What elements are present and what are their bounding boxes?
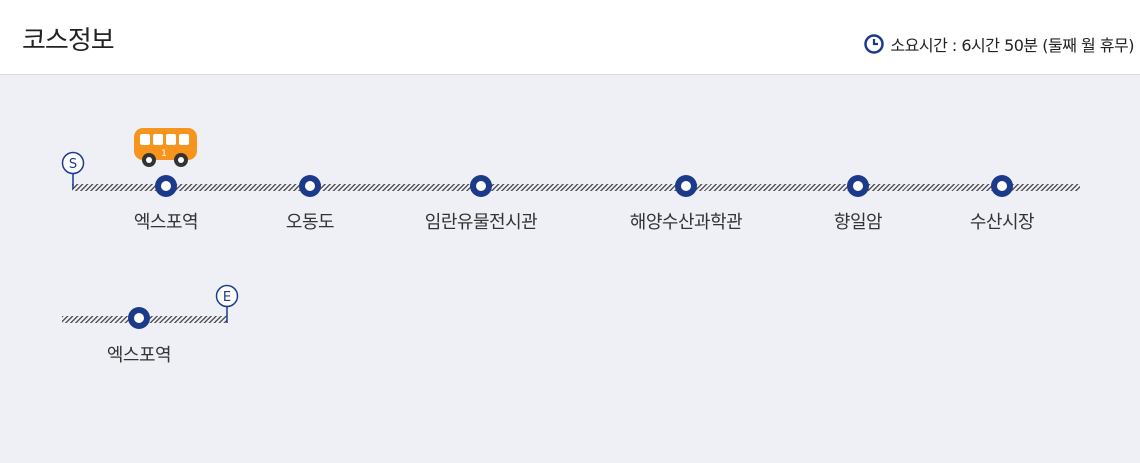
stop-label[interactable]: 임란유물전시관 [424, 212, 538, 233]
start-marker-label: S [69, 157, 77, 172]
start-marker: S [61, 151, 85, 189]
stop-label[interactable]: 오동도 [285, 212, 335, 233]
stop-marker[interactable] [470, 175, 492, 197]
stop-label[interactable]: 향일암 [833, 212, 883, 233]
stop-marker[interactable] [155, 175, 177, 197]
stop-label[interactable]: 엑스포역 [106, 345, 172, 366]
stop-marker[interactable] [991, 175, 1013, 197]
end-marker-label: E [223, 290, 231, 305]
route-track-row1 [72, 184, 1080, 191]
bus-icon: 1 [134, 128, 197, 167]
stop-label[interactable]: 해양수산과학관 [629, 212, 743, 233]
end-marker: E [215, 284, 239, 323]
stop-label[interactable]: 엑스포역 [133, 212, 199, 233]
header: 코스정보 소요시간 : 6시간 50분 (둘째 월 휴무) [0, 0, 1140, 75]
stop-marker[interactable] [675, 175, 697, 197]
stop-marker[interactable] [299, 175, 321, 197]
stop-label[interactable]: 수산시장 [969, 212, 1035, 233]
page-title: 코스정보 [22, 26, 115, 56]
stop-marker[interactable] [847, 175, 869, 197]
clock-icon [864, 34, 885, 54]
stop-marker[interactable] [128, 307, 150, 329]
duration-info: 소요시간 : 6시간 50분 (둘째 월 휴무) [864, 32, 1134, 56]
duration-text: 소요시간 : 6시간 50분 (둘째 월 휴무) [890, 36, 1134, 55]
bus-number: 1 [161, 149, 167, 159]
